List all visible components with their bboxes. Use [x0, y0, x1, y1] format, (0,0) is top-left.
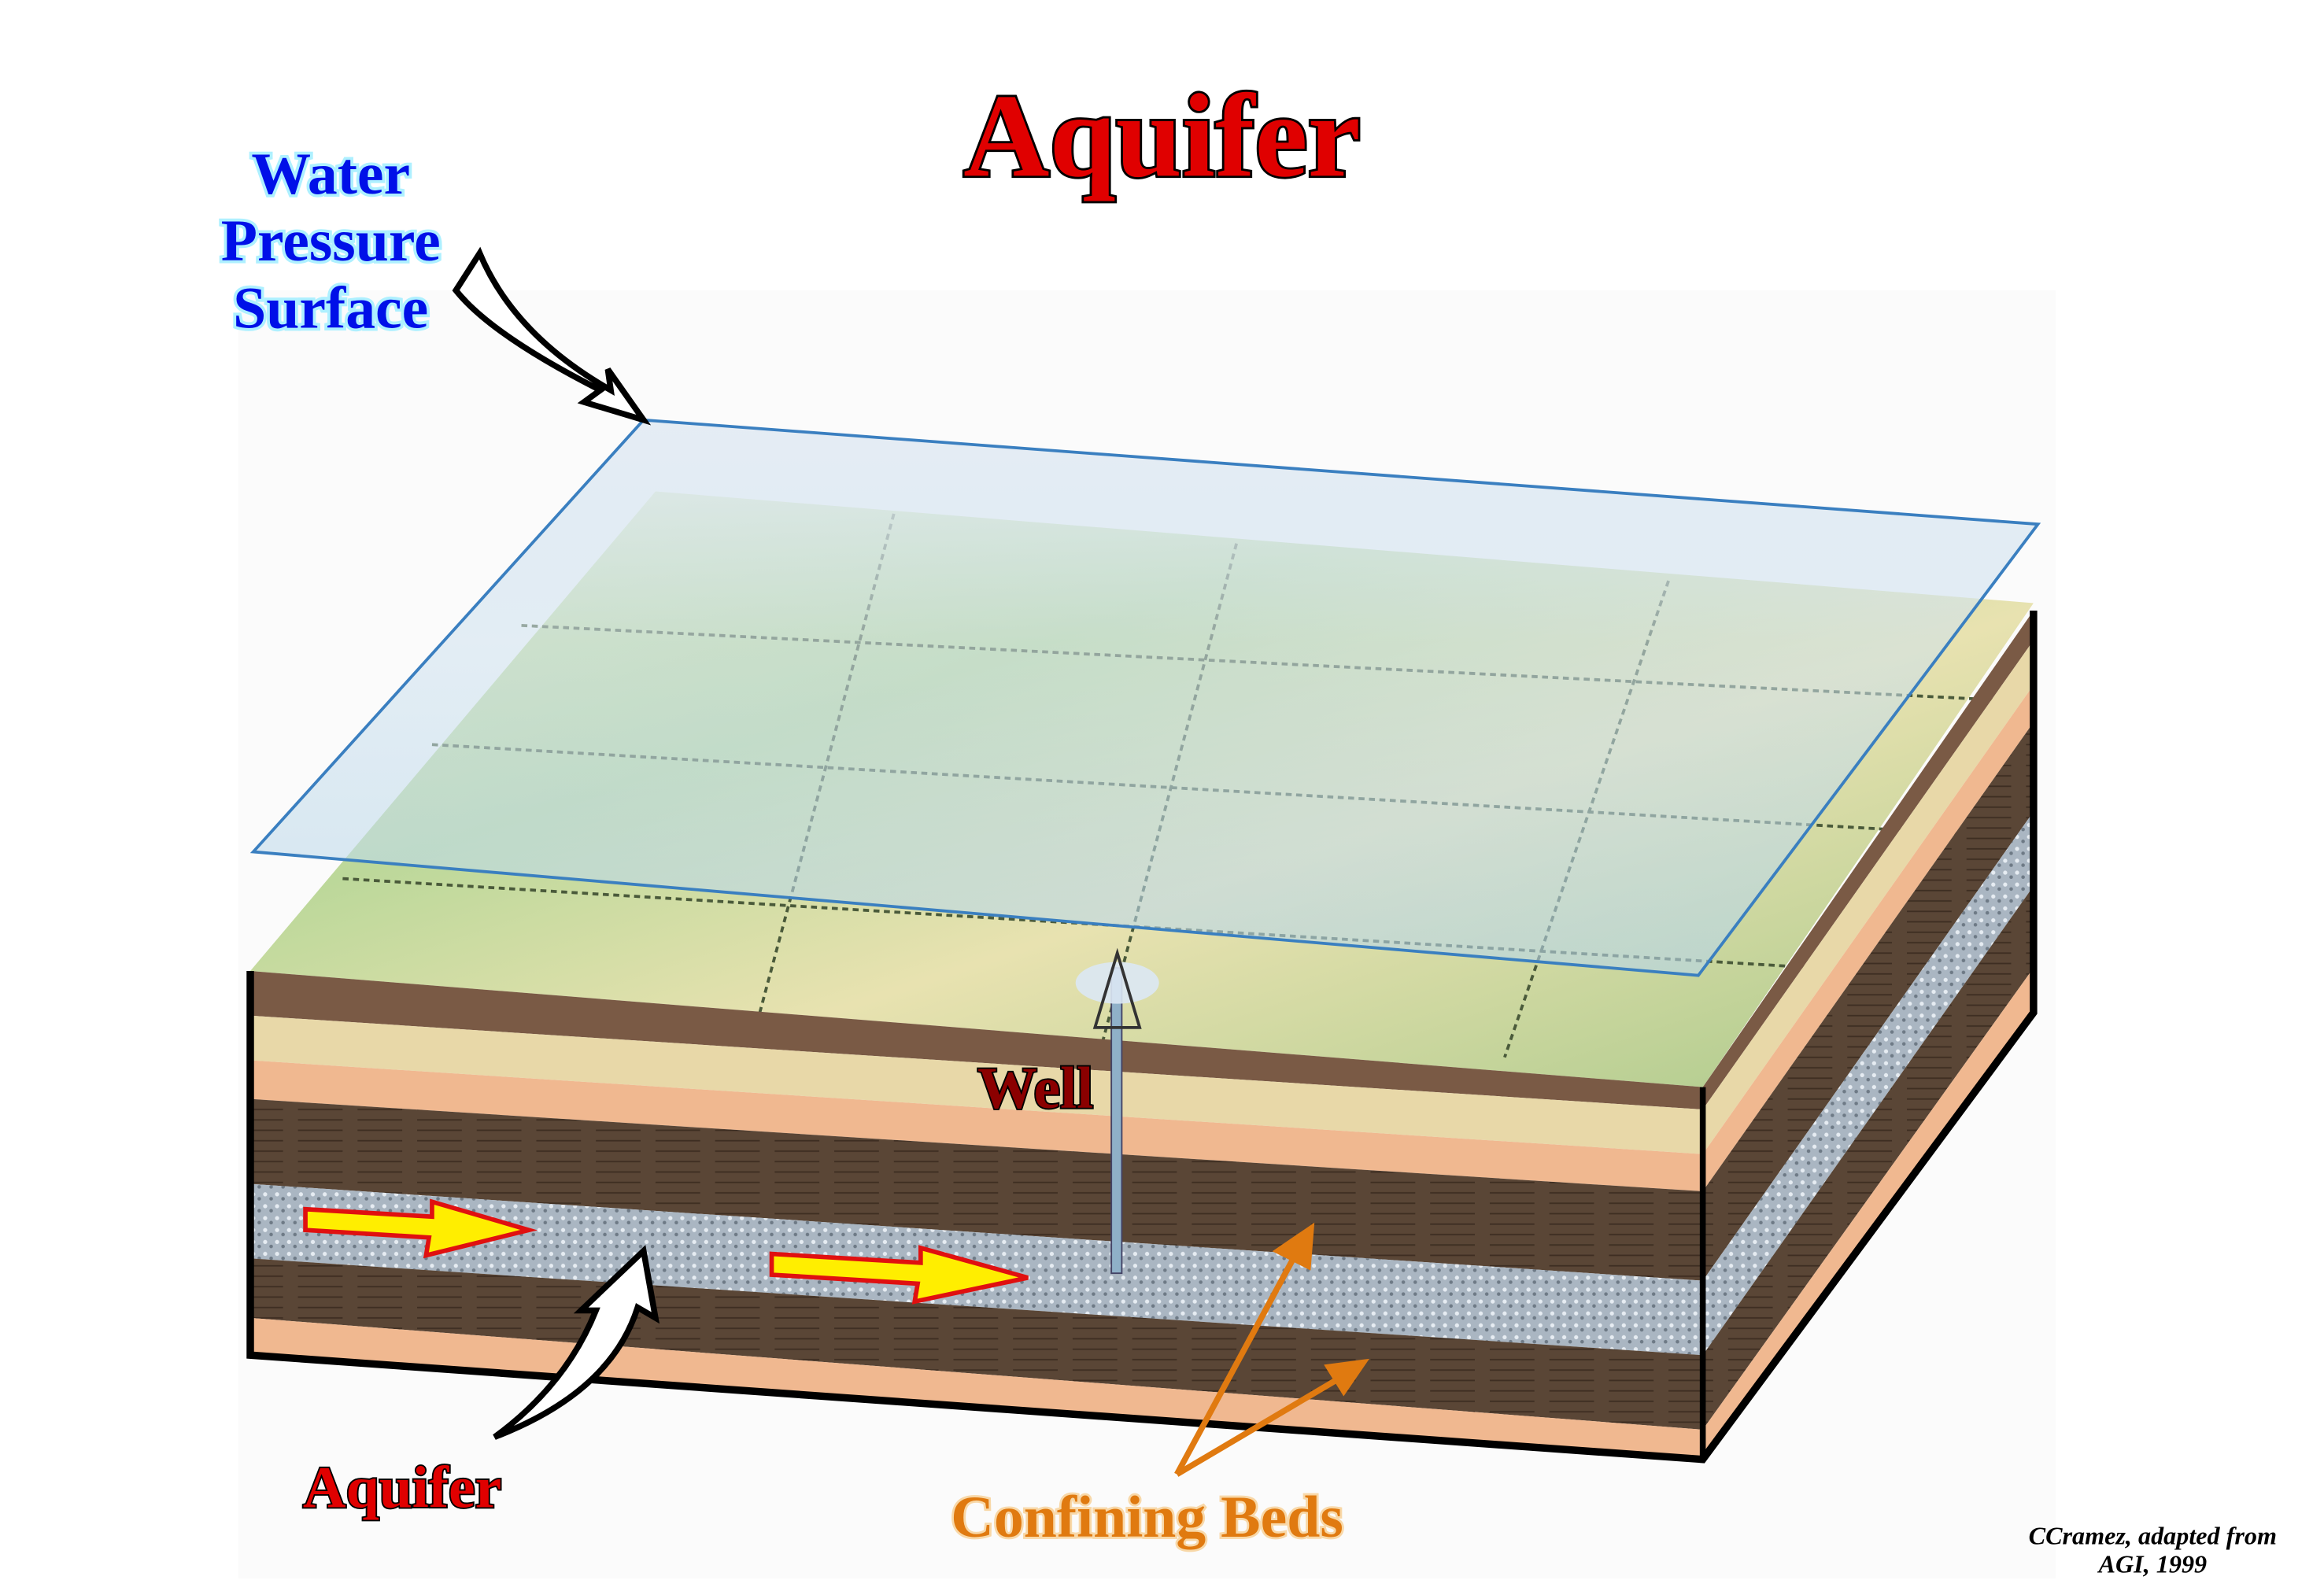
water-surface-pointer-icon — [452, 246, 652, 426]
side-cross-section — [1702, 610, 2034, 1460]
credit-line: AGI, 1999 — [2097, 1550, 2208, 1578]
aquifer-label: Aquifer — [303, 1455, 501, 1520]
flow-arrow-icon — [303, 1198, 538, 1259]
credit-line: CCramez, adapted from — [2029, 1522, 2277, 1550]
water-pressure-surface — [249, 418, 2041, 977]
confining-bed-arrow-icon — [1174, 1222, 1369, 1477]
water-pressure-label: Water — [251, 142, 410, 207]
well-icon — [1075, 947, 1159, 1275]
flow-arrow-icon — [769, 1245, 1029, 1305]
page-title: Aquifer — [963, 69, 1361, 201]
aquifer-pointer-icon — [493, 1245, 660, 1440]
confining-bed-upper — [250, 1098, 1703, 1281]
water-pressure-label: Surface — [233, 275, 428, 341]
well-label: Well — [977, 1056, 1093, 1121]
confining-beds-label: Confining Beds — [951, 1485, 1343, 1550]
water-pressure-label: Pressure — [221, 209, 441, 274]
